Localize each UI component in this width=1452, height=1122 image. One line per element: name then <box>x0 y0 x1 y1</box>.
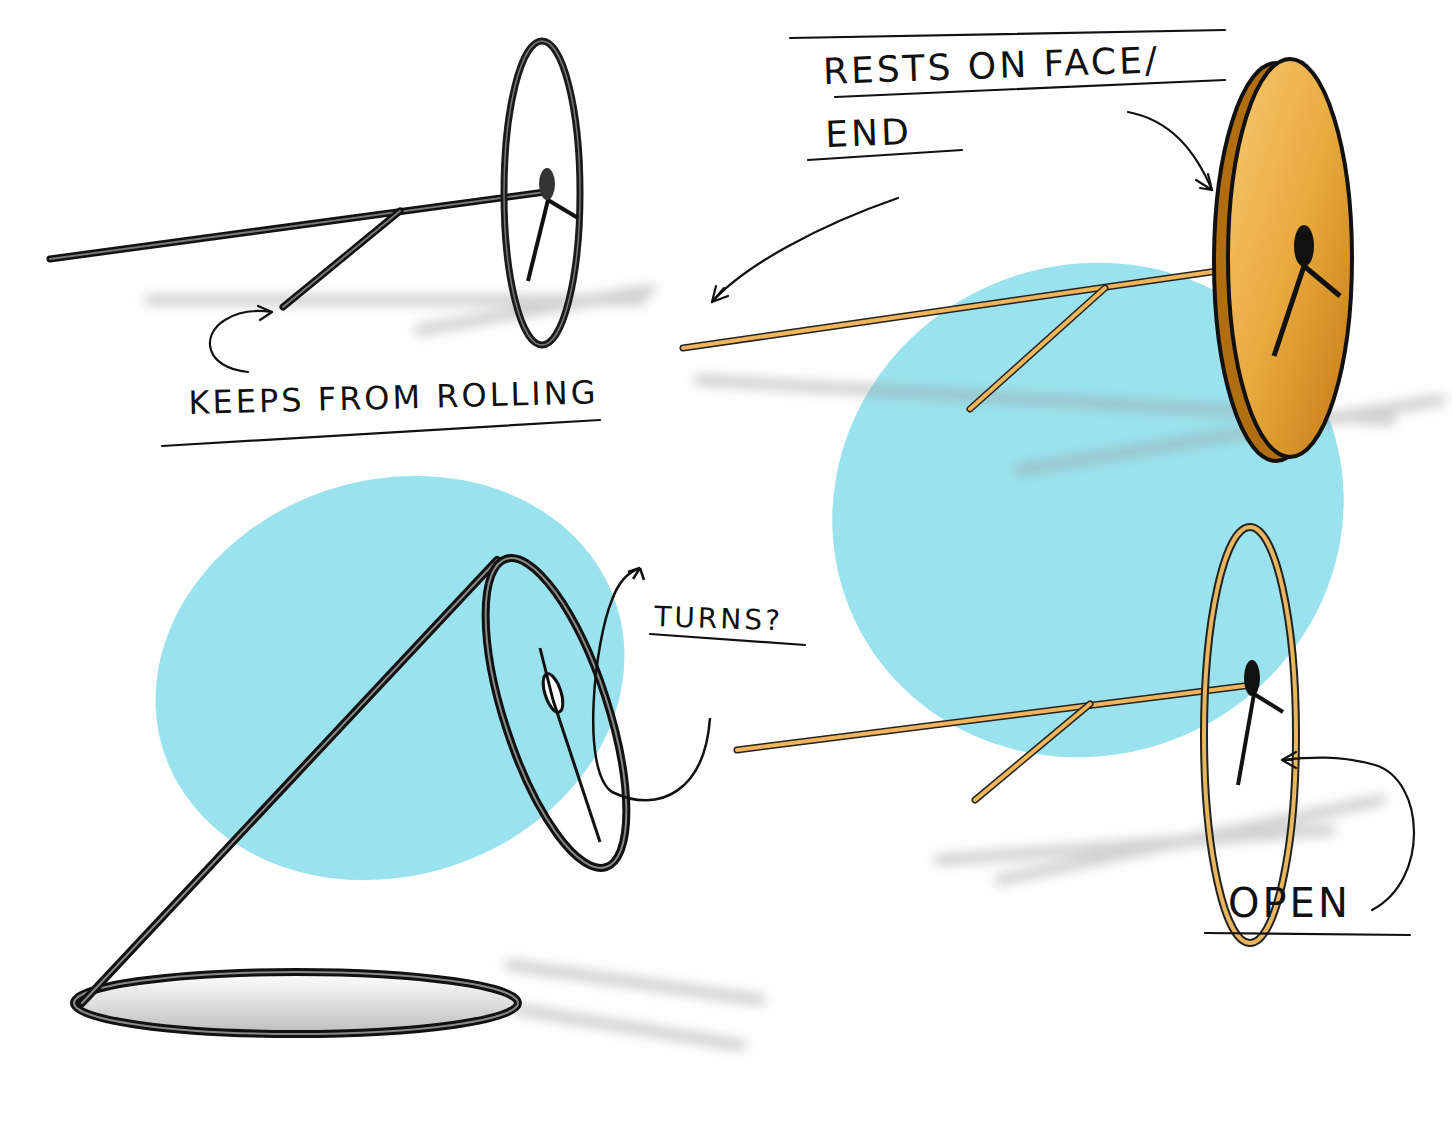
note-label: KEEPS FROM ROLLING <box>188 371 599 425</box>
note-label: RESTS ON FACE/ END <box>822 27 1204 166</box>
tilted-ring-clock <box>74 543 710 1034</box>
label-holder: OPEN <box>1228 876 1351 930</box>
ring-clock-black <box>50 41 580 345</box>
question-label: TURNS? <box>654 598 784 640</box>
label-holder: KEEPS FROM ROLLING <box>188 371 599 425</box>
annotation-strokes <box>162 30 1414 935</box>
open-ring-clock-gold <box>737 527 1296 943</box>
note-label: OPEN <box>1228 876 1351 930</box>
label-holder: TURNS? <box>654 598 784 640</box>
disc-clock-gold <box>683 59 1352 461</box>
label-holder: RESTS ON FACE/ END <box>822 27 1204 166</box>
